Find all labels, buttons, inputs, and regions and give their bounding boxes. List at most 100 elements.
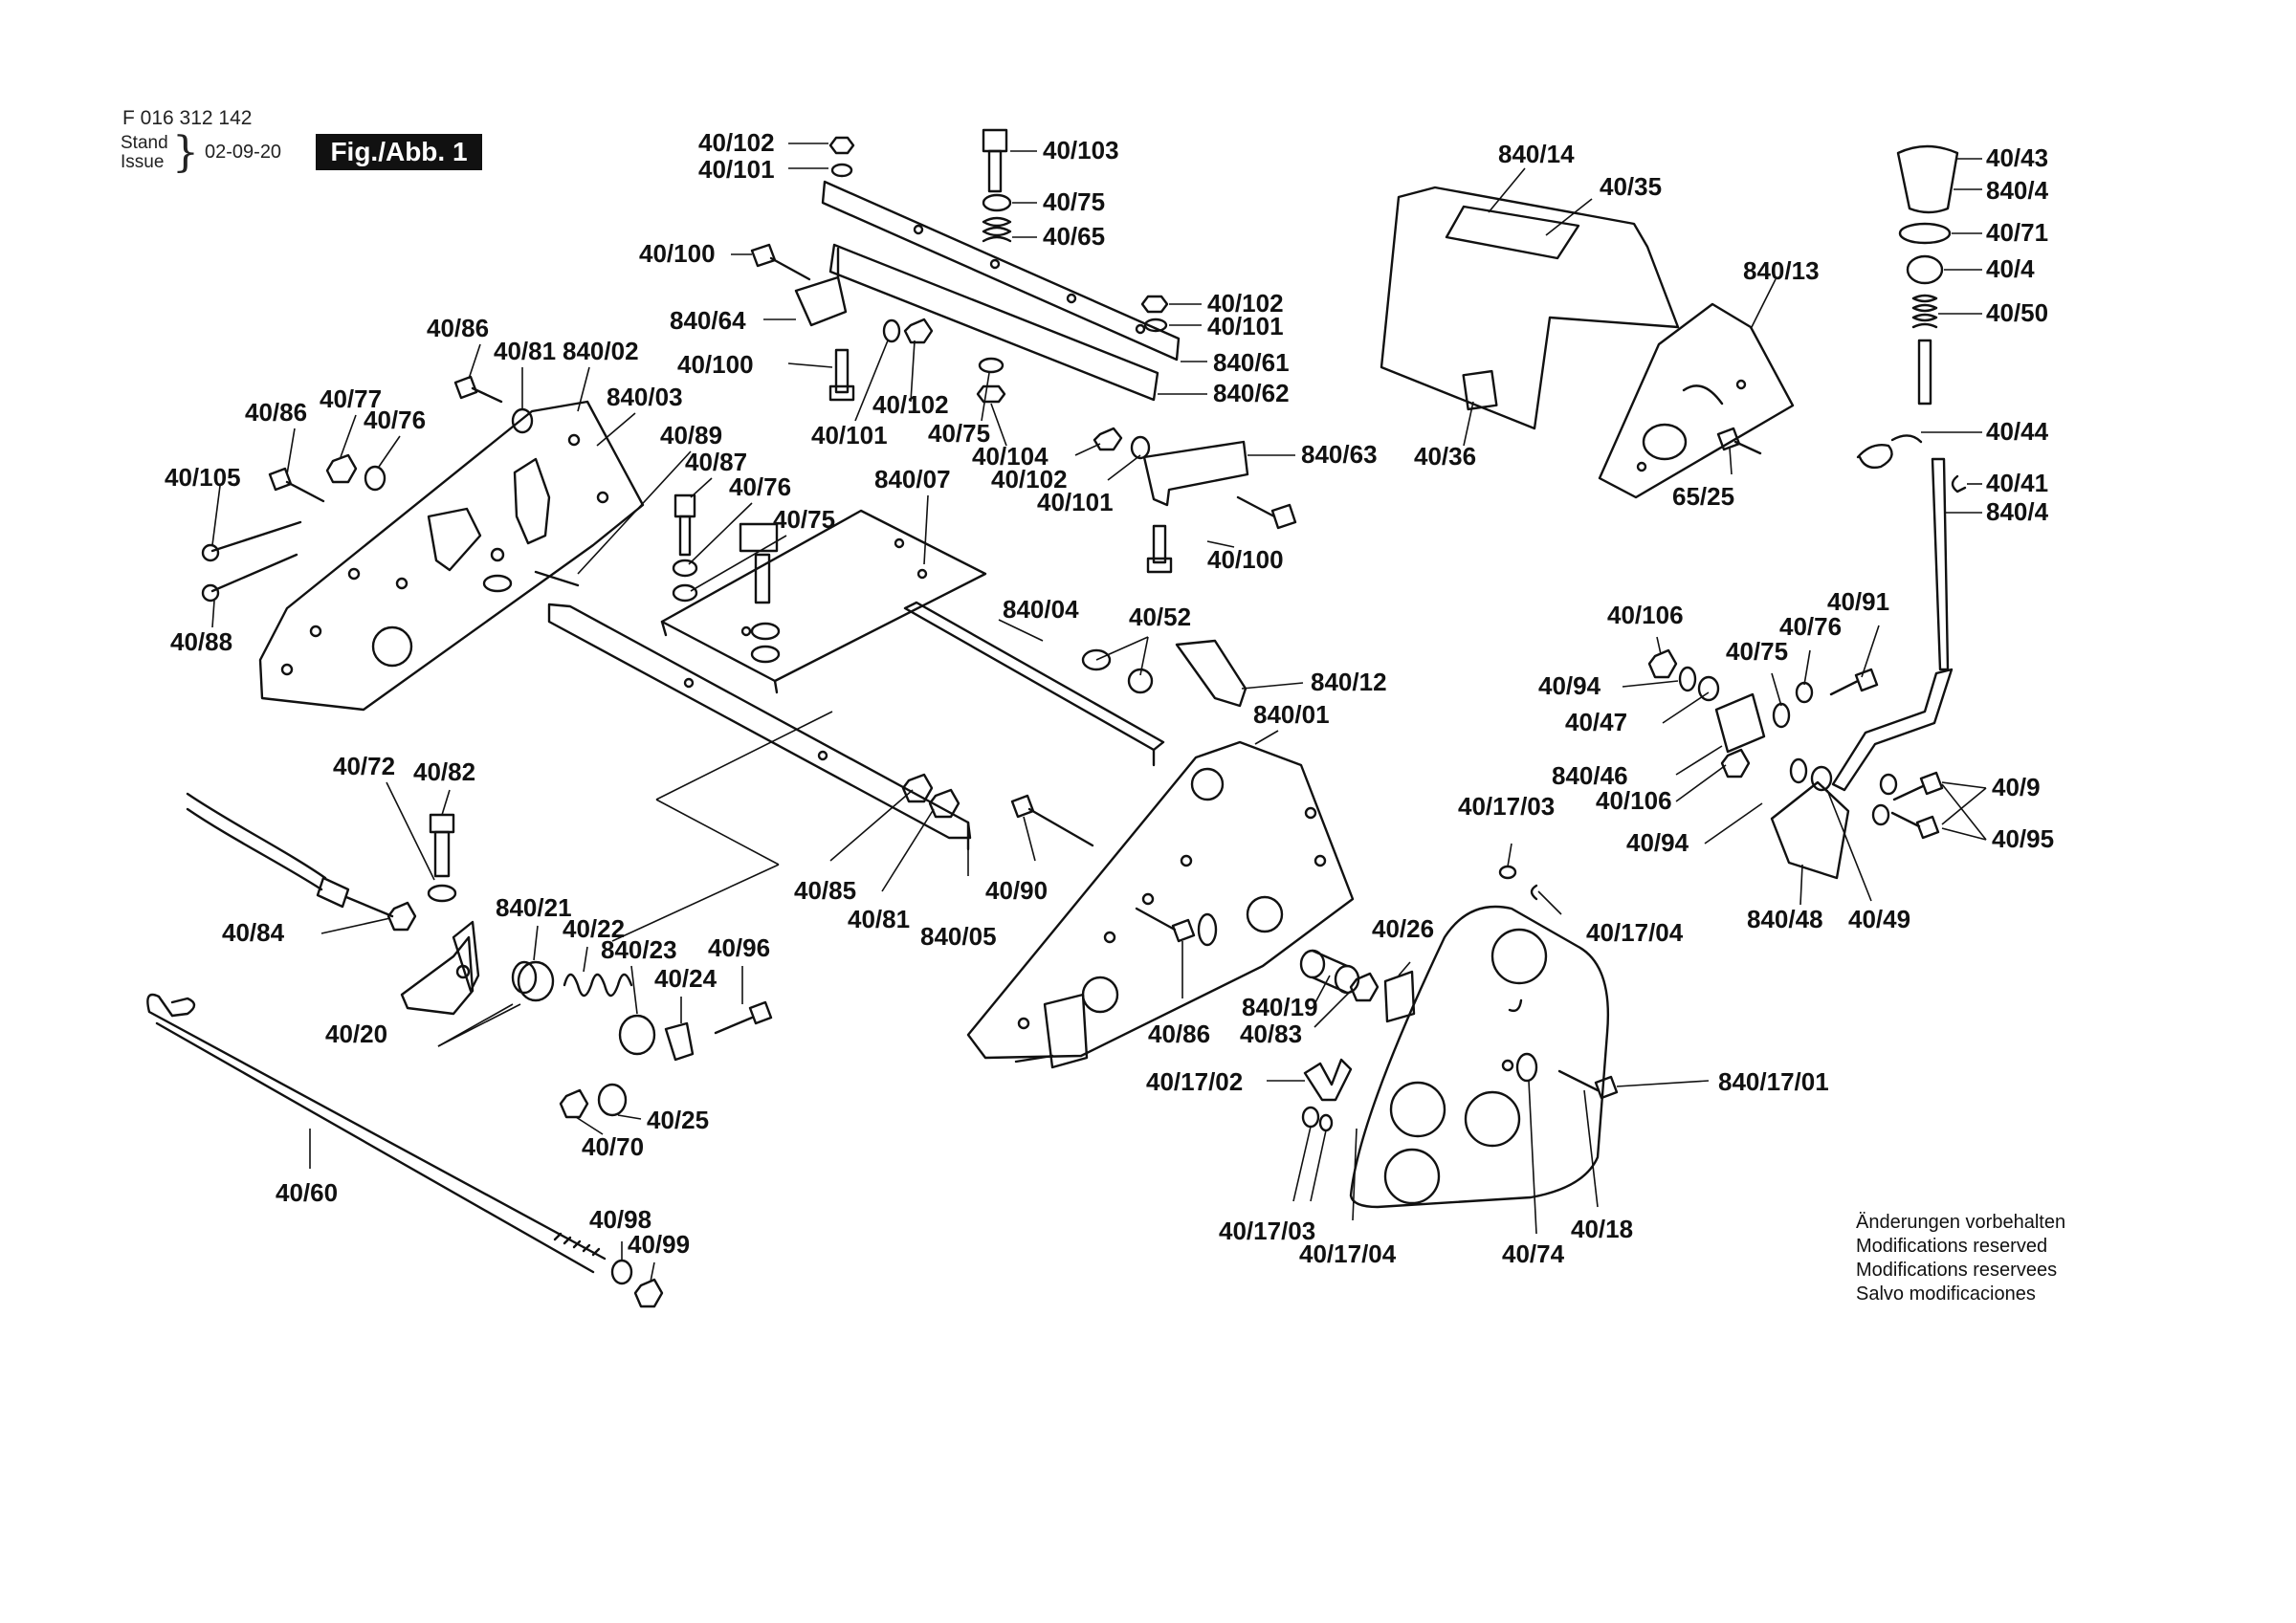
label-40-44: 40/44 (1986, 417, 2049, 446)
cable-thread (344, 895, 394, 918)
label-40-95: 40/95 (1992, 824, 2054, 853)
label-40-75: 40/75 (928, 419, 990, 448)
label-40-96: 40/96 (708, 933, 770, 962)
label-40-99: 40/99 (628, 1230, 690, 1259)
issue-date: 02-09-20 (205, 142, 282, 163)
label-840-48: 840/48 (1747, 905, 1823, 933)
bolt-head-40-86-right (1171, 918, 1196, 943)
label-65-25: 65/25 (1672, 482, 1734, 511)
bolt-head-40-91 (1854, 668, 1879, 692)
label-40-17-04: 40/17/04 (1586, 918, 1684, 947)
label-40-71: 40/71 (1986, 218, 2048, 247)
cover-840-13-arc (1682, 384, 1724, 406)
plate-hole (916, 568, 928, 580)
label-40-89: 40/89 (660, 421, 722, 450)
label-840-21: 840/21 (496, 893, 572, 922)
label-840-62: 840/62 (1213, 379, 1290, 407)
label-40-94: 40/94 (1538, 671, 1601, 700)
document-number: F 016 312 142 (122, 107, 253, 129)
washer-40-49 (1810, 765, 1833, 792)
washer-40-75-mid (978, 357, 1004, 374)
label-40-83: 40/83 (1240, 1020, 1302, 1048)
label-40-86: 40/86 (427, 314, 489, 342)
plate-hole (395, 577, 408, 590)
bolt-shank-40-86-low (285, 480, 325, 503)
label-840-12: 840/12 (1311, 668, 1387, 696)
label-40-88: 40/88 (170, 627, 232, 656)
label-40-75: 40/75 (1043, 187, 1105, 216)
housing-boss-3 (1464, 1090, 1521, 1148)
cable-end-fitting (316, 876, 350, 909)
label-40-76: 40/76 (364, 406, 426, 434)
label-840-07: 840/07 (874, 465, 951, 493)
label-40-86: 40/86 (245, 398, 307, 427)
bolt-shank-40-100 (769, 256, 811, 281)
label-40-20: 40/20 (325, 1020, 387, 1048)
rod-40-60-inner (170, 997, 196, 1018)
rod-840-04 (903, 601, 1165, 752)
label-40-100: 40/100 (639, 239, 716, 268)
nut-40-77 (325, 453, 358, 484)
label-40-86: 40/86 (1148, 1020, 1210, 1048)
label-40-41: 40/41 (1986, 469, 2048, 497)
label-40-100: 40/100 (677, 350, 754, 379)
label-40-17-03: 40/17/03 (1458, 792, 1555, 821)
label-40-18: 40/18 (1571, 1215, 1633, 1243)
issue-label: Issue (121, 152, 165, 172)
washer-40-76-center (672, 559, 698, 578)
washer-40-76-right (1795, 681, 1814, 704)
plate-hole (1304, 806, 1317, 820)
nut-40-99 (633, 1278, 664, 1308)
bolt-shank-40-86-right (1135, 907, 1177, 932)
label-840-4: 840/4 (1986, 176, 2049, 205)
clip-40-41 (1951, 474, 1967, 493)
label-40-70: 40/70 (582, 1132, 644, 1161)
nut-40-102-lower (1093, 427, 1123, 451)
label-40-74: 40/74 (1502, 1239, 1565, 1268)
plate-hole (1314, 854, 1327, 867)
bracket-840-03 (513, 457, 551, 545)
bolt-shank-40-96 (714, 1016, 754, 1035)
latch-40-89 (427, 507, 482, 572)
nut-40-106 (1647, 648, 1678, 679)
spring-40-65 (982, 216, 1012, 243)
washer-center (750, 622, 781, 641)
rail-hole (989, 258, 1001, 270)
bracket-840-63 (1142, 440, 1249, 507)
cable-40-84 (186, 792, 327, 880)
bolt-shank-40-86 (471, 386, 503, 404)
bolt-head-40-96 (748, 1000, 773, 1025)
plate-hole (309, 625, 322, 638)
bolt-40-87 (673, 493, 696, 518)
cover-label-40-35 (1445, 205, 1580, 260)
plate-slot (482, 574, 513, 593)
collar-40-4 (1906, 254, 1944, 285)
label-840-19: 840/19 (1242, 993, 1318, 1021)
label-40-81: 40/81 (494, 337, 556, 365)
washer-40-71 (1898, 222, 1952, 245)
nut-40-102 (828, 136, 855, 155)
label-40-35: 40/35 (1600, 172, 1662, 201)
bolt-head-40-105 (201, 543, 220, 562)
bolt-40-105 (210, 520, 302, 553)
plate-hole (1180, 854, 1193, 867)
cover-840-13-hole (1642, 423, 1688, 461)
stand-label: Stand (121, 133, 168, 153)
bracket-40-20-flange (452, 920, 480, 993)
label-40-106: 40/106 (1596, 786, 1672, 815)
washer-40-101-right (1143, 318, 1168, 333)
nut-40-81 (928, 788, 960, 819)
nut-40-102-mid (903, 318, 934, 344)
label-840-14: 840/14 (1498, 140, 1575, 168)
washer-40-9 (1879, 773, 1898, 796)
bracket-40-20 (400, 935, 475, 1016)
nut-40-102-right (1140, 295, 1169, 314)
lever-840-4 (1931, 457, 1950, 671)
label-40-101: 40/101 (811, 421, 888, 450)
label-40-24: 40/24 (654, 964, 718, 993)
washer-40-72 (427, 884, 457, 903)
sleeve-840-23 (618, 1014, 656, 1056)
spring-40-50 (1911, 294, 1938, 329)
spring-40-44 (1856, 434, 1923, 470)
